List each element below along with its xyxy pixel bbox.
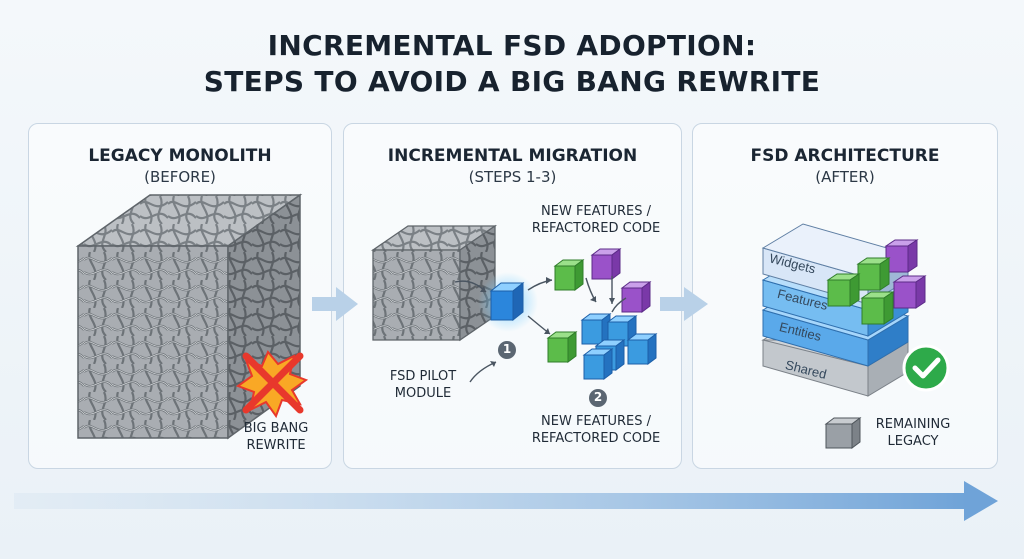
- pilot-label-line-1: FSD PILOT: [389, 369, 457, 384]
- panel-subheading: (BEFORE): [144, 168, 216, 186]
- fsd-pilot-module-label: FSD PILOT MODULE: [376, 368, 470, 402]
- panel-subheading: (AFTER): [815, 168, 875, 186]
- fsd-blue-cube-cluster: [580, 313, 658, 380]
- big-bang-rewrite-label: BIG BANG REWRITE: [232, 420, 320, 454]
- feature-cube-purple: [620, 281, 652, 313]
- panel-arrow-icon: [660, 287, 708, 321]
- feature-cube-purple: [892, 275, 927, 309]
- feature-cube-green: [860, 291, 895, 325]
- panel-heading: LEGACY MONOLITH: [88, 146, 272, 166]
- new-features-bottom-line-1: NEW FEATURES /: [541, 414, 651, 429]
- progress-arrow-icon: [14, 481, 998, 521]
- feature-cube-green: [856, 257, 891, 291]
- title-line-2: STEPS TO AVOID A BIG BANG REWRITE: [203, 65, 821, 98]
- fsd-pilot-cube: [489, 281, 525, 322]
- new-features-bottom-line-2: REFACTORED CODE: [531, 431, 661, 446]
- legacy-label-line-2: LEGACY: [887, 434, 939, 449]
- title-line-1: INCREMENTAL FSD ADOPTION:: [267, 29, 757, 62]
- legacy-cube-icon: [824, 417, 862, 449]
- legacy-label-line-1: REMAINING: [875, 417, 951, 432]
- new-features-bottom-label: NEW FEATURES / REFACTORED CODE: [516, 413, 676, 447]
- pilot-label-line-2: MODULE: [394, 386, 452, 401]
- rewrite-label-line-1: BIG BANG: [243, 421, 309, 436]
- feature-cube-purple: [590, 248, 622, 280]
- panel-arrow-icon: [312, 287, 358, 321]
- feature-cube-green: [826, 273, 861, 307]
- feature-cube-green: [553, 259, 585, 291]
- widget-cube-purple: [884, 239, 919, 273]
- checkmark-badge-icon: [902, 344, 950, 392]
- panel-subheading: (STEPS 1-3): [468, 168, 557, 186]
- legacy-monolith-cube: [75, 193, 303, 440]
- new-features-top-line-1: NEW FEATURES /: [541, 204, 651, 219]
- rewrite-label-line-2: REWRITE: [246, 438, 306, 453]
- legacy-partial-cube: [370, 224, 498, 342]
- step-2-number: 2: [593, 390, 603, 404]
- step-1-badge-icon: [498, 341, 516, 359]
- panel-heading: INCREMENTAL MIGRATION: [387, 146, 638, 166]
- new-features-top-label: NEW FEATURES / REFACTORED CODE: [516, 203, 676, 237]
- remaining-legacy-label: REMAINING LEGACY: [866, 416, 960, 450]
- page-title: INCREMENTAL FSD ADOPTION: STEPS TO AVOID…: [0, 28, 1024, 100]
- step-2-badge-icon: [589, 389, 607, 407]
- step-1-number: 1: [502, 342, 512, 356]
- explosion-x-icon: [235, 350, 309, 419]
- feature-cube-green: [546, 331, 578, 363]
- new-features-top-line-2: REFACTORED CODE: [531, 221, 661, 236]
- panel-heading: FSD ARCHITECTURE: [750, 146, 940, 166]
